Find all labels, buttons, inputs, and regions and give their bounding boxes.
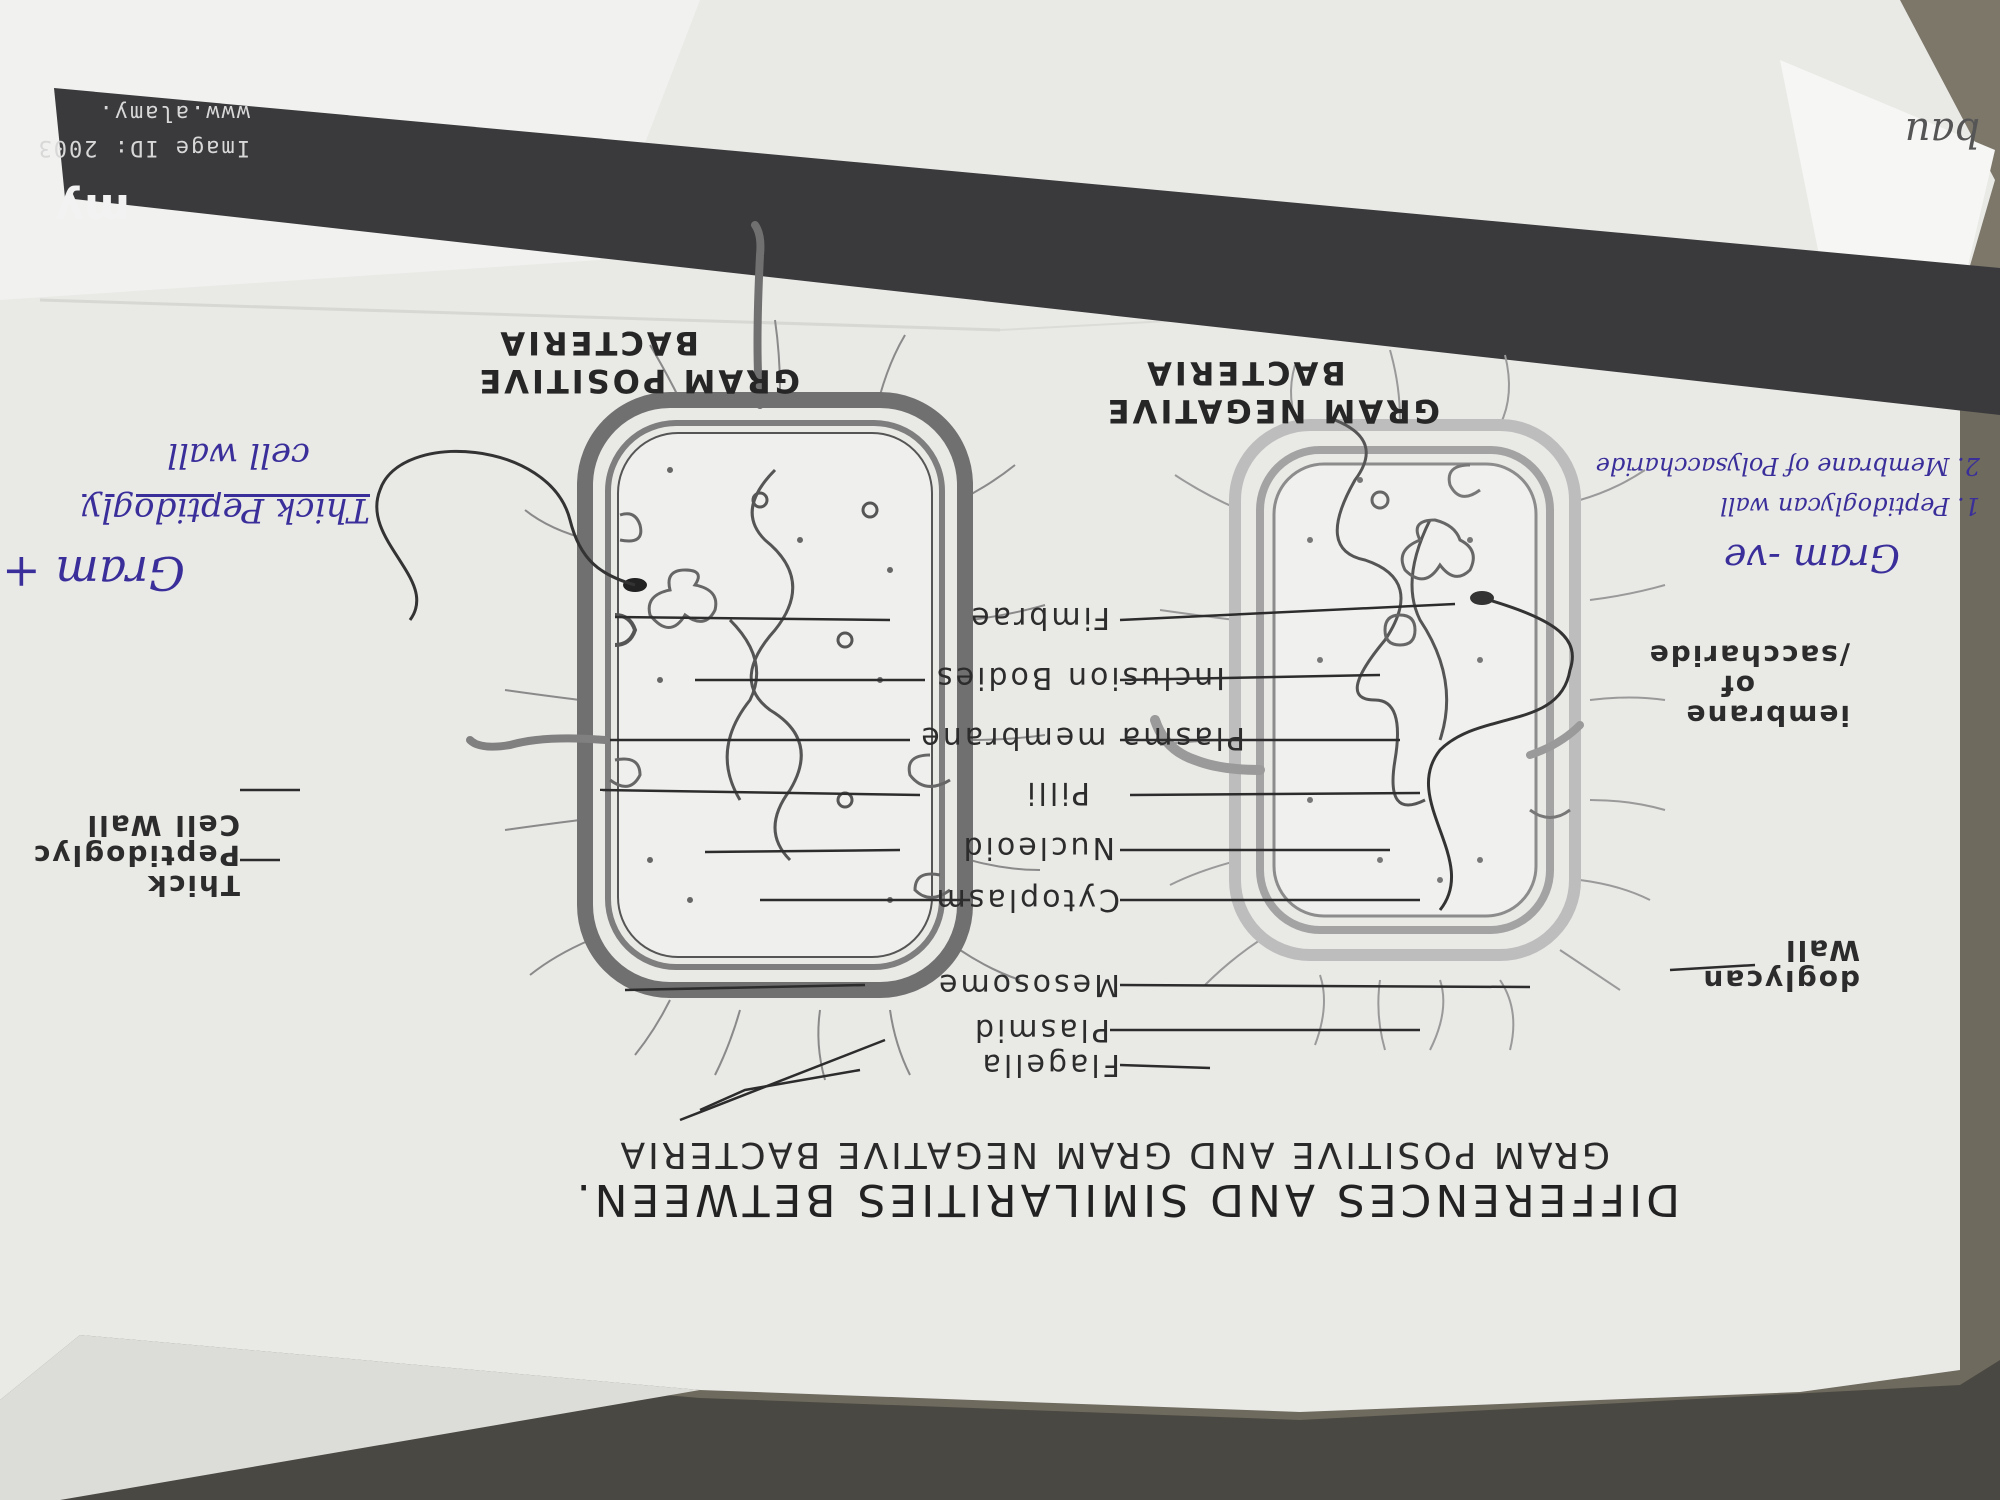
gram-negative-cell [1150,349,1666,1051]
label-thick-peptidoglycan: Thick Peptidoglyc Cell Wall [31,809,240,902]
label-thick-line2: Peptidoglyc [31,839,240,872]
label-flagella: Flagella [979,1047,1120,1082]
label-membrane-line2: of [1719,669,1755,702]
watermark-site: www.alamy. [97,100,250,125]
handwriting-cell-wall: cell wall [167,435,310,475]
gram-positive-heading-line2: BACTERIA [497,324,700,362]
label-nucleoid: Nucleoid [960,830,1115,865]
page-title-line1: DIFFERENCES AND SIMILARITIES BETWEEN. [572,1174,1680,1225]
label-membrane-line1: iembrane [1684,699,1850,732]
label-pg-wall-line2: Wall [1784,934,1860,967]
gram-negative-heading-line1: GRAM NEGATIVE [1104,392,1440,430]
watermark-image-id: Image ID: 2003 [36,135,250,160]
gram-negative-heading-line2: BACTERIA [1144,354,1346,392]
handwriting-membrane-polysaccharide: 2. Membrane of Polysaccharide [1595,452,1980,480]
label-thick-line3: Cell Wall [85,809,240,842]
page-title-line2: GRAM POSITIVE AND GRAM NEGATIVE BACTERIA [617,1134,1610,1175]
leader-lines [240,602,1756,1122]
label-pg-wall-line1: doglycan [1701,964,1860,997]
handwriting-gram-positive: Gram + v [0,546,185,600]
gram-negative-heading: GRAM NEGATIVE BACTERIA [1105,354,1440,430]
gram-positive-heading-line1: GRAM POSITIVE [476,362,800,400]
label-fimbrae: Fimbrae [968,600,1110,635]
handwriting-thick-peptidoglycan: Thick Peptidogly [82,490,370,530]
watermark-logo: my [55,184,130,235]
label-plasma-membrane: Plasma membrane [918,720,1245,755]
watermark-band [54,88,2000,415]
label-plasmid: Plasmid [971,1012,1110,1047]
label-membrane-line3: /saccharide [1647,639,1850,672]
label-membrane-polysaccharide: iembrane of /saccharide [1647,639,1850,732]
label-peptidoglycan-wall: doglycan Wall [1701,934,1860,997]
label-thick-line1: Thick [146,869,240,902]
handwriting-peptidoglycan-wall: 1. Peptidoglycan wall [1720,492,1980,520]
handwriting-gram-negative: Gram -ve [1723,536,1900,580]
label-pilli: Pilli [1024,775,1090,810]
gram-positive-heading: GRAM POSITIVE BACTERIA [476,324,800,400]
label-cytoplasm: Cytoplasm [933,882,1120,917]
label-mesosome: Mesosome [936,967,1120,1002]
label-inclusion-bodies: Inclusion Bodies [934,660,1225,695]
handwriting-top-corner: bau [1904,109,1980,155]
